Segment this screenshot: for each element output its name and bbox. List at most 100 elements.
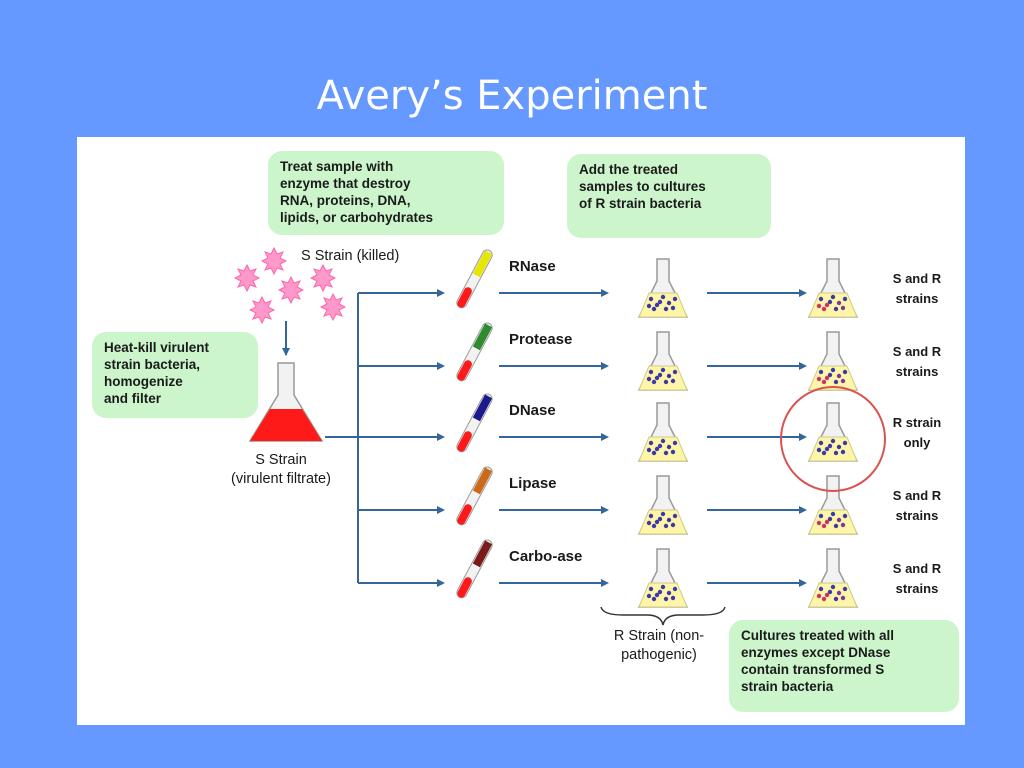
diagram-canvas <box>233 246 886 626</box>
bacteria-dot <box>827 372 833 378</box>
bacteria-dot <box>816 447 822 453</box>
test-tube <box>456 249 493 309</box>
s-cell <box>277 275 305 305</box>
bacteria-dot <box>651 379 657 385</box>
result-flask <box>807 258 859 318</box>
bacteria-dot <box>663 450 669 456</box>
arrowhead <box>601 433 609 441</box>
bacteria-dot <box>646 447 652 453</box>
bacteria-dot <box>833 450 839 456</box>
bacteria-dot <box>816 303 822 309</box>
bacteria-dot <box>818 513 824 519</box>
arrowhead <box>799 433 807 441</box>
bacteria-dot <box>648 513 654 519</box>
bacteria-dot <box>824 519 830 525</box>
bacteria-dot <box>827 589 833 595</box>
test-tube <box>456 322 493 382</box>
treat-note: Treat sample with enzyme that destroy RN… <box>268 151 504 235</box>
bacteria-dot <box>824 446 830 452</box>
bacteria-dot <box>651 450 657 456</box>
bacteria-dot <box>657 372 663 378</box>
s-strain-label: S Strain (virulent filtrate) <box>231 452 331 487</box>
bacteria-dot <box>670 378 676 384</box>
bacteria-dot <box>816 520 822 526</box>
bacteria-dot <box>648 369 654 375</box>
r-culture-flask <box>637 548 689 608</box>
bacteria-dot <box>821 379 827 385</box>
enzyme-liquid <box>472 323 493 351</box>
arrowhead <box>799 506 807 514</box>
bacteria-dot <box>827 443 833 449</box>
bacteria-dot <box>833 379 839 385</box>
bacteria-dot <box>654 446 660 452</box>
result-flask <box>807 331 859 391</box>
bacteria-dot <box>660 511 666 517</box>
bacteria-dot <box>840 595 846 601</box>
bacteria-dot <box>836 444 842 450</box>
r-culture-flask <box>637 402 689 462</box>
bacteria-dot <box>663 523 669 529</box>
arrowhead <box>437 579 445 587</box>
test-tube <box>456 393 493 453</box>
s-cell <box>233 263 261 293</box>
bacteria-dot <box>836 300 842 306</box>
heat-note: Heat-kill virulent strain bacteria, homo… <box>92 332 258 418</box>
bacteria-dot <box>816 593 822 599</box>
bacteria-dot <box>666 373 672 379</box>
s-cell <box>309 263 337 293</box>
enzyme-row <box>358 466 859 535</box>
arrowhead <box>437 433 445 441</box>
bacteria-dot <box>836 590 842 596</box>
result-label: S and R strains <box>892 271 942 306</box>
bacteria-dot <box>666 590 672 596</box>
bacteria-dot <box>824 302 830 308</box>
arrowhead <box>601 362 609 370</box>
arrowhead <box>437 362 445 370</box>
bacteria-dot <box>670 522 676 528</box>
bacteria-dot <box>840 305 846 311</box>
bacteria-dot <box>830 367 836 373</box>
bacteria-dot <box>840 378 846 384</box>
enzyme-label: Carbo-ase <box>509 548 583 565</box>
bacteria-dot <box>666 444 672 450</box>
bacteria-dot <box>672 513 678 519</box>
bacteria-dot <box>646 520 652 526</box>
enzyme-liquid <box>472 250 493 278</box>
bacteria-dot <box>840 449 846 455</box>
bacteria-dot <box>833 523 839 529</box>
bacteria-dot <box>672 369 678 375</box>
bacteria-dot <box>657 516 663 522</box>
bacteria-dot <box>660 367 666 373</box>
bacteria-dot <box>833 596 839 602</box>
arrowhead <box>799 289 807 297</box>
result-label: S and R strains <box>892 561 942 596</box>
bacteria-dot <box>824 375 830 381</box>
s-cell <box>248 295 276 325</box>
r-culture-flask <box>637 331 689 391</box>
result-label: R strain only <box>892 415 942 450</box>
bacteria-dot <box>672 586 678 592</box>
enzyme-label: Lipase <box>509 475 557 492</box>
bacteria-dot <box>651 523 657 529</box>
bacteria-dot <box>654 519 660 525</box>
bacteria-dot <box>836 517 842 523</box>
bacteria-dot <box>654 302 660 308</box>
r-strain-label: R Strain (non- pathogenic) <box>613 628 705 663</box>
arrowhead <box>799 362 807 370</box>
result-flask <box>807 402 859 462</box>
bacteria-dot <box>818 440 824 446</box>
bacteria-dot <box>821 596 827 602</box>
filtrate-liquid <box>457 431 472 452</box>
bacteria-dot <box>670 595 676 601</box>
bacteria-dot <box>827 516 833 522</box>
conclusion-note: Cultures treated with all enzymes except… <box>729 620 959 712</box>
bacteria-dot <box>660 294 666 300</box>
bacteria-dot <box>836 373 842 379</box>
bacteria-dot <box>670 305 676 311</box>
bacteria-dot <box>657 299 663 305</box>
bacteria-dot <box>660 438 666 444</box>
arrowhead <box>437 289 445 297</box>
bacteria-dot <box>818 586 824 592</box>
arrowhead <box>601 289 609 297</box>
result-label: S and R strains <box>892 344 942 379</box>
